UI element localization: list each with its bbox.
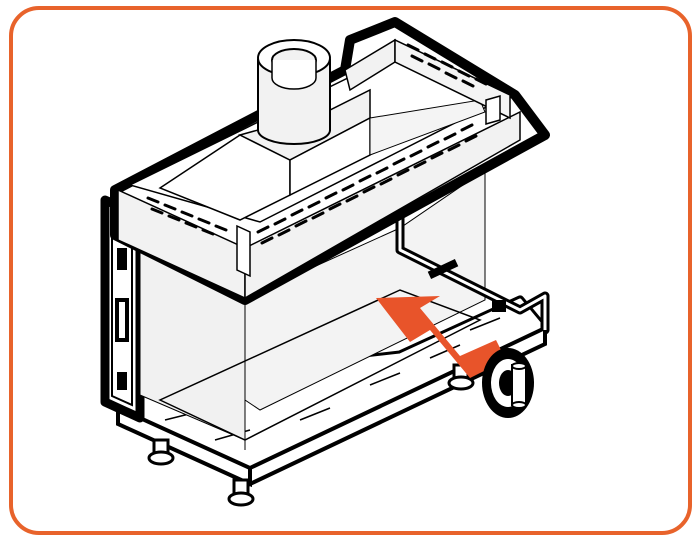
foot-front-center <box>227 478 255 507</box>
insert-arrow-icon <box>376 296 506 378</box>
vent-slots <box>146 43 488 245</box>
foot-front-left <box>147 438 175 466</box>
flue-collar <box>257 39 331 145</box>
handwheel-icon <box>482 348 534 418</box>
leveling-feet <box>147 363 475 507</box>
